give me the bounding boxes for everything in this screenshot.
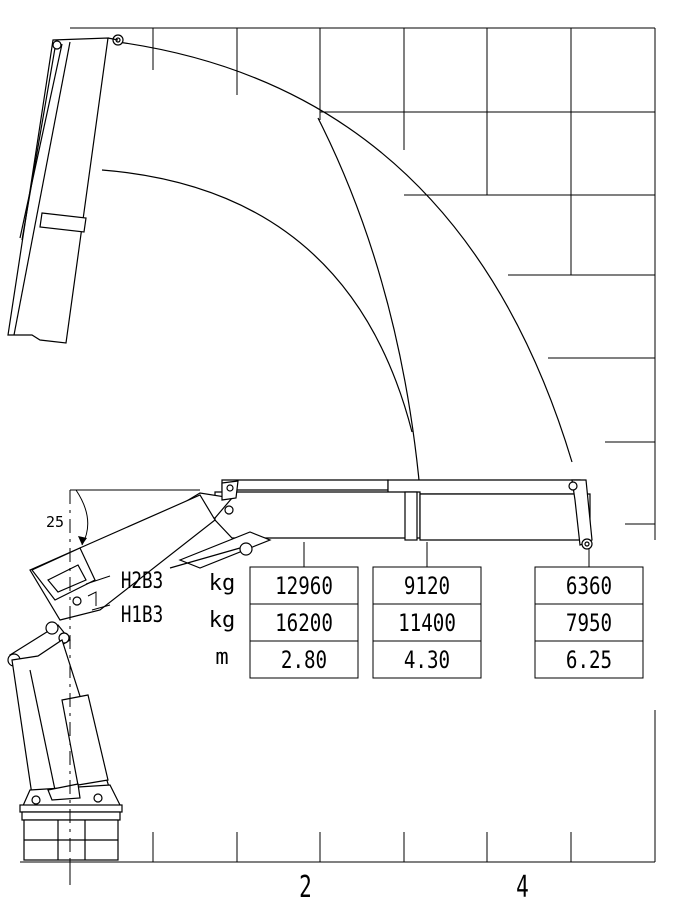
angle-indicator: 25 bbox=[46, 489, 200, 546]
middle-reach-arc bbox=[317, 117, 423, 515]
inner-reach-arc bbox=[101, 169, 413, 433]
units-column: kg kg m bbox=[209, 571, 236, 670]
x-tick-label: 4 bbox=[516, 870, 529, 905]
x-tick-label: 2 bbox=[299, 870, 312, 905]
config-labels: H2B3 H1B3 bbox=[85, 568, 163, 628]
raised-boom bbox=[7, 34, 124, 344]
table-cell: 12960 bbox=[275, 573, 333, 601]
h1b3-label: H1B3 bbox=[121, 602, 163, 627]
table-cell: 9120 bbox=[404, 573, 450, 601]
unit-label: kg bbox=[209, 608, 236, 633]
angle-label: 25 bbox=[46, 513, 64, 531]
crane-arm bbox=[7, 494, 216, 861]
table-cell: 16200 bbox=[275, 610, 333, 638]
reach-arcs bbox=[101, 41, 573, 515]
table-cell: 2.80 bbox=[281, 647, 327, 675]
load-table-2: 9120 11400 4.30 bbox=[372, 542, 482, 679]
load-table-1: 12960 16200 2.80 bbox=[249, 542, 359, 679]
h2b3-label: H2B3 bbox=[121, 568, 163, 593]
grid bbox=[20, 27, 656, 885]
table-cell: 4.30 bbox=[404, 647, 450, 675]
table-cell: 6.25 bbox=[566, 647, 612, 675]
table-cell: 6360 bbox=[566, 573, 612, 601]
table-cell: 7950 bbox=[566, 610, 612, 638]
table-cell: 11400 bbox=[398, 610, 456, 638]
x-axis-labels: 2 4 6 bbox=[299, 870, 529, 905]
horizontal-boom bbox=[169, 479, 593, 569]
load-table-3: 6360 7950 6.25 bbox=[534, 548, 644, 679]
unit-label: kg bbox=[209, 571, 236, 596]
outer-reach-arc bbox=[117, 41, 573, 463]
unit-label: m bbox=[215, 645, 228, 670]
